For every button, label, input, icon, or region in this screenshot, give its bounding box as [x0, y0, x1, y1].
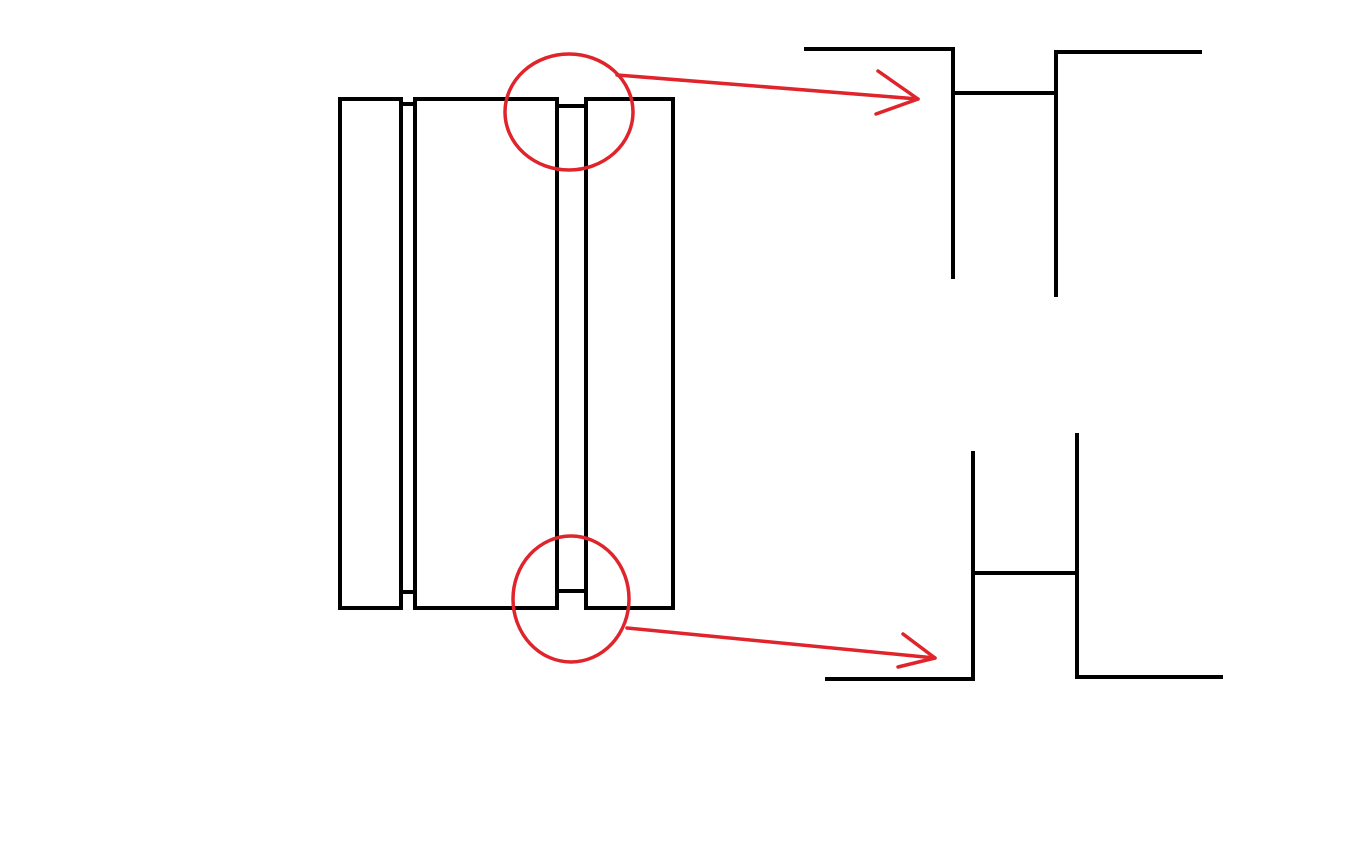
arrow-top-shaft — [615, 73, 920, 101]
right-bar — [584, 97, 675, 610]
top-callout — [503, 52, 920, 172]
assembly-side-view — [338, 97, 675, 610]
middle-bar — [413, 97, 559, 610]
highlight-circle-top — [503, 52, 635, 172]
arrow-bottom-head-icon — [896, 632, 937, 669]
left-bar — [338, 97, 403, 610]
bottom-callout — [511, 534, 937, 669]
arrow-bottom-shaft — [625, 626, 937, 660]
detail-bottom-joint — [825, 433, 1223, 681]
highlight-circle-bottom — [511, 534, 631, 664]
arrow-top-head-icon — [874, 69, 920, 116]
detail-top-joint — [804, 47, 1202, 297]
